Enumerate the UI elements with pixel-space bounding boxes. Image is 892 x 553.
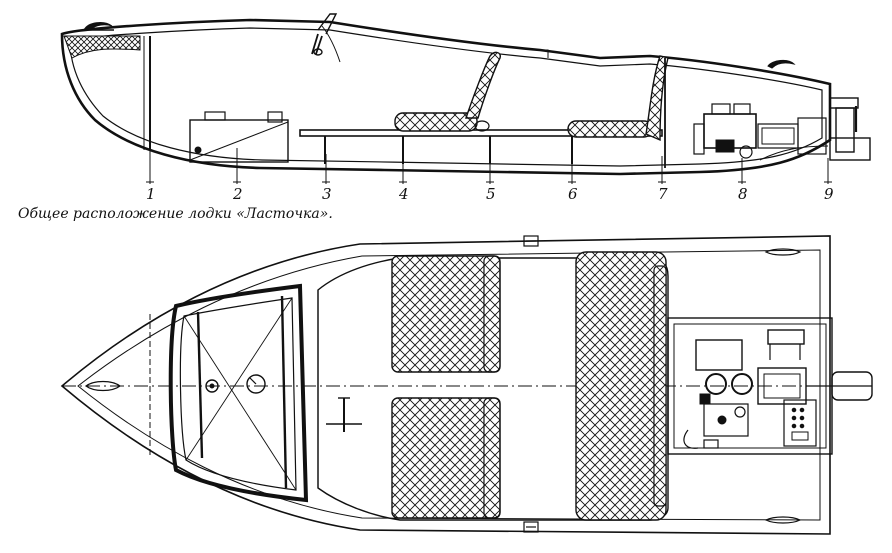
station-label-8: 8 [738,185,748,203]
station-label-3: 3 [322,185,332,203]
gauge-dial [246,374,266,394]
side-view: 1 2 3 4 5 6 7 8 9 [60,13,871,203]
front-seat-left-back [483,255,501,373]
forward-hatch-inner [179,297,297,491]
bow-cleat [83,22,113,31]
side-deck-rail [540,49,549,58]
side-hull-inner [69,27,823,167]
front-seat-cushion [394,112,478,132]
plan-bow-cleat [84,380,122,392]
plan-gunwale-inner [77,249,821,521]
instrument-dots [791,407,809,441]
rear-bench [575,251,667,521]
hatch-diag-2 [185,297,293,461]
steering-wheel [311,33,323,55]
plan-view [60,235,873,535]
station-label-7: 7 [658,185,668,203]
gauge-needle [249,377,257,385]
rear-bench-back [653,265,667,507]
station-label-5: 5 [486,185,496,203]
tank-valve [194,146,202,154]
cockpit-coaming [317,257,669,521]
deck-cleat-top [523,235,539,247]
rear-seat-cushion [567,120,653,138]
deck-cleat-bottom [523,521,539,533]
hatch-diag-1 [183,315,297,491]
fuel-tank [189,119,289,163]
station-label-4: 4 [398,185,409,203]
fuel-tank-diag [189,121,289,161]
rear-seat-back [645,55,669,142]
station-label-6: 6 [568,185,578,203]
front-seat-hinge [474,120,490,132]
station-label-2: 2 [232,185,243,203]
engine-side [693,103,829,161]
floor-boards [299,129,663,137]
front-seat-back [465,51,502,119]
outboard-foot [829,137,871,161]
plan-stern-cleat-bottom [764,516,802,524]
engine-plan [683,329,807,449]
transom-bracket [829,97,859,109]
front-seat-right-back [483,397,501,519]
windshield [317,13,338,35]
station-label-9: 9 [824,185,834,203]
station-label-1: 1 [146,185,156,203]
forward-hatch-frame [168,283,309,503]
hatch-hinge-1 [196,311,204,459]
outboard-leg [835,107,855,153]
windshield-frame [321,25,341,63]
station-marks: 1 2 3 4 5 6 7 8 9 [146,140,834,203]
side-bow-stem [63,35,141,59]
side-hull-outline [60,18,832,176]
stern-cleat [767,59,796,69]
figure-caption: Общее расположение лодки «Ласточка». [18,206,333,222]
instrument-panel [783,399,817,447]
battery [267,111,283,123]
plan-stern-cleat-top [764,248,802,256]
filler-cap-dot [209,383,215,389]
steering-hub [313,48,323,56]
filler-cap [205,379,219,393]
fuel-tank-cap [204,111,226,121]
hatch-hinge-2 [280,295,288,489]
